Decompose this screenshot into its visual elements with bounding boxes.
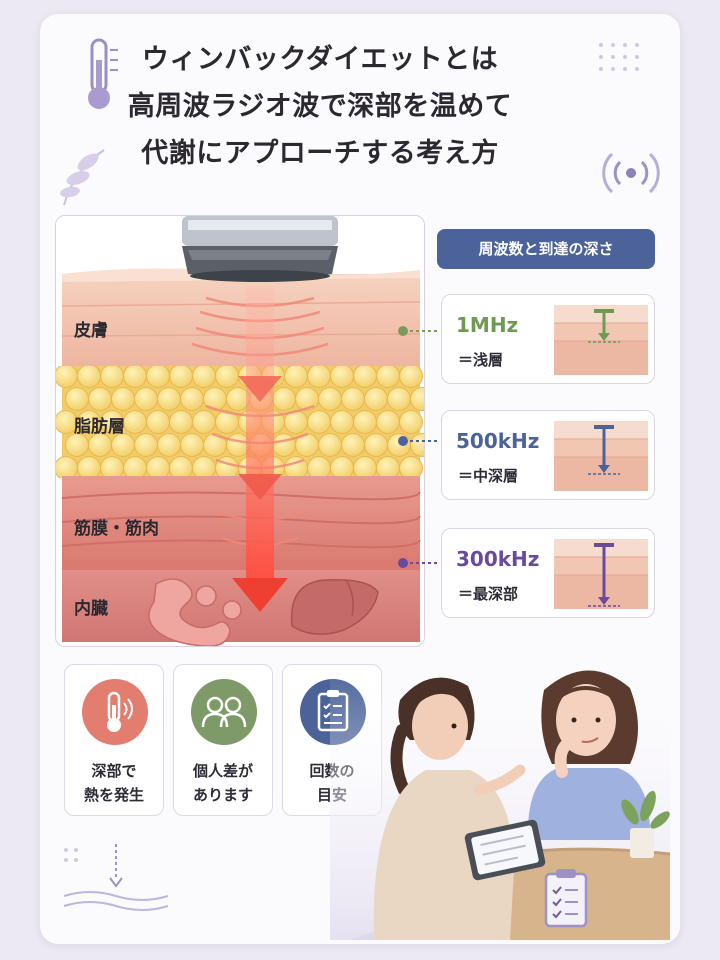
frequency-depth: ＝最深部 bbox=[458, 585, 519, 603]
dot-pattern-icon bbox=[599, 43, 639, 71]
feature-card-individual: 個人差が あります bbox=[173, 664, 273, 816]
feature-text-line: 個人差が bbox=[192, 762, 253, 780]
feature-text-line: 深部で bbox=[91, 762, 137, 780]
feature-text-line: あります bbox=[192, 786, 253, 804]
frequency-card-500khz: 500kHz ＝中深層 bbox=[441, 410, 655, 500]
checklist-icon bbox=[544, 869, 588, 928]
frequency-card-300khz: 300kHz ＝最深部 bbox=[441, 528, 655, 618]
connector-muscle bbox=[398, 558, 440, 568]
layer-label-organs: 内臓 bbox=[74, 599, 108, 619]
page-title: ウィンバックダイエットとは 高周波ラジオ波で深部を温めて 代謝にアプローチする考… bbox=[100, 36, 540, 177]
layer-label-skin: 皮膚 bbox=[74, 321, 108, 341]
consultation-illustration bbox=[330, 660, 670, 940]
feature-card-heat: 深部で 熱を発生 bbox=[64, 664, 164, 816]
frequency-card-1mhz: 1MHz ＝浅層 bbox=[441, 294, 655, 384]
feature-text-line: 熱を発生 bbox=[83, 786, 144, 804]
title-line-3: 代謝にアプローチする考え方 bbox=[141, 138, 499, 169]
depth-indicator-icon bbox=[554, 539, 648, 609]
depth-indicator-icon bbox=[554, 421, 648, 491]
signal-waves-icon bbox=[602, 152, 660, 194]
frequency-value: 1MHz bbox=[456, 313, 519, 337]
title-line-2: 高周波ラジオ波で深部を温めて bbox=[127, 91, 513, 122]
connector-skin bbox=[398, 326, 440, 336]
frequency-depth: ＝浅層 bbox=[458, 351, 504, 369]
depth-indicator-icon bbox=[554, 305, 648, 375]
down-arrow-icon bbox=[63, 844, 169, 911]
connector-fat bbox=[398, 436, 440, 446]
frequency-value: 500kHz bbox=[456, 429, 540, 453]
layer-label-muscle: 筋膜・筋肉 bbox=[74, 519, 159, 539]
frequency-panel-header: 周波数と到達の深さ bbox=[437, 229, 655, 269]
thermometer-icon bbox=[82, 679, 148, 745]
layer-label-fat: 脂肪層 bbox=[74, 417, 125, 437]
thermometer-icon bbox=[88, 38, 118, 109]
people-icon bbox=[191, 679, 257, 745]
frequency-value: 300kHz bbox=[456, 547, 540, 571]
leaf-icon bbox=[60, 149, 105, 206]
title-line-1: ウィンバックダイエットとは bbox=[141, 44, 499, 75]
tissue-layer-diagram: 皮膚 脂肪層 筋膜・筋肉 内臓 bbox=[55, 215, 425, 647]
frequency-depth: ＝中深層 bbox=[458, 467, 519, 485]
